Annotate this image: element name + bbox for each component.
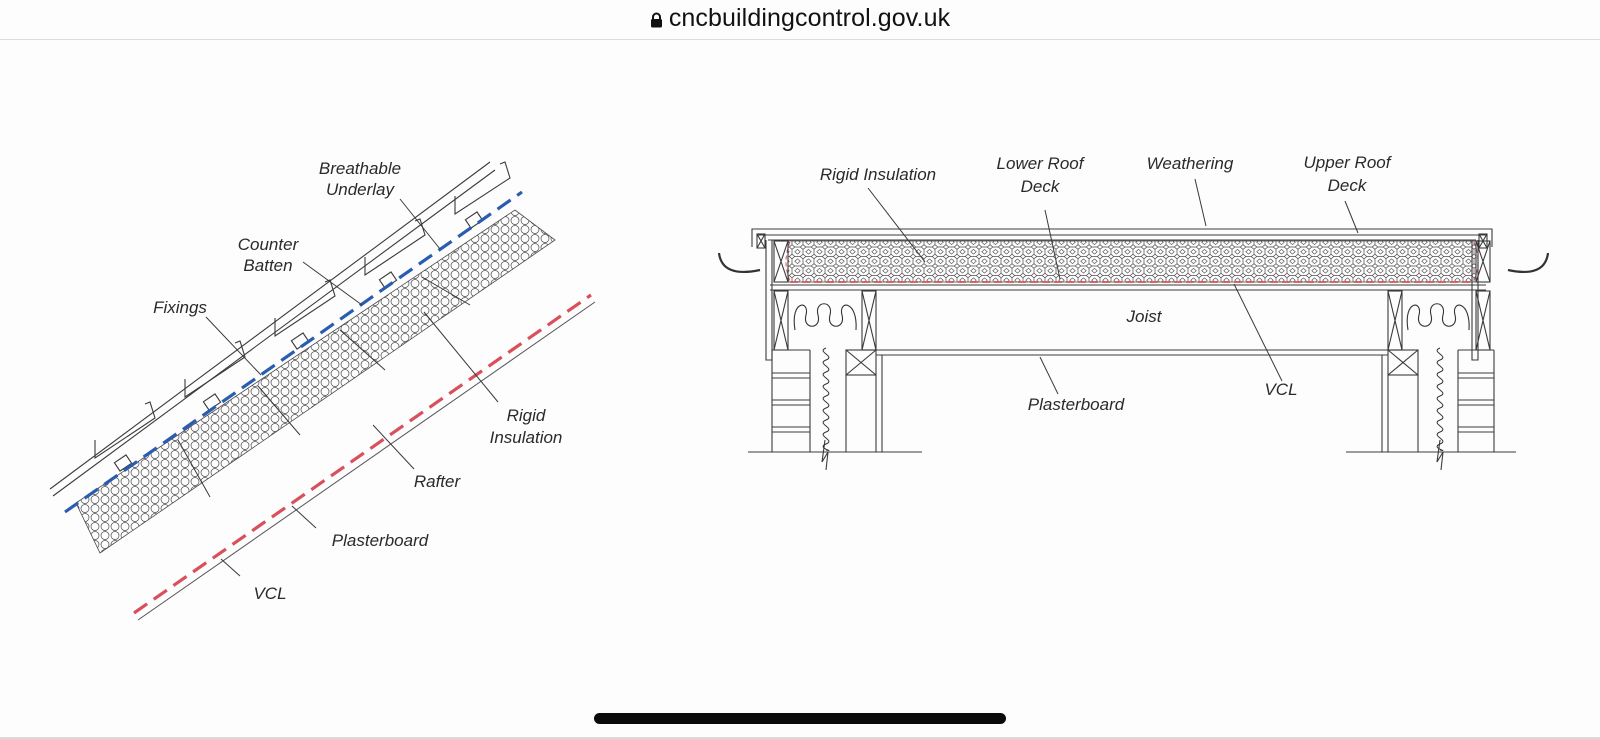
- label-flat-rigid-insulation: Rigid Insulation: [820, 165, 936, 184]
- label-plasterboard: Plasterboard: [332, 531, 429, 550]
- browser-url-bar[interactable]: cncbuildingcontrol.gov.uk: [0, 0, 1600, 40]
- roof-diagrams: Breathable Underlay Counter Batten Fixin…: [49, 153, 1550, 621]
- label-fixings: Fixings: [153, 298, 207, 317]
- pitched-leaders: [205, 198, 499, 577]
- flat-right-cavity-insulation: [1436, 347, 1444, 451]
- label-flat-plasterboard: Plasterboard: [1028, 395, 1125, 414]
- flat-right-gutter-icon: [1507, 252, 1550, 274]
- label-upper-roof-deck-2: Deck: [1328, 176, 1368, 195]
- label-upper-roof-deck-1: Upper Roof: [1304, 153, 1393, 172]
- label-rigid-insulation-1: Rigid: [507, 406, 546, 425]
- page-content: Breathable Underlay Counter Batten Fixin…: [0, 40, 1600, 735]
- label-breathable-underlay-2: Underlay: [326, 180, 396, 199]
- flat-roof-diagram: Rigid Insulation Lower Roof Deck Weather…: [717, 153, 1550, 471]
- url-display[interactable]: cncbuildingcontrol.gov.uk: [650, 4, 950, 33]
- label-rigid-insulation-2: Insulation: [490, 428, 563, 447]
- label-lower-roof-deck-1: Lower Roof: [997, 154, 1086, 173]
- flat-wall-plates: [773, 240, 1491, 376]
- flat-plasterboard: [876, 349, 1388, 452]
- pitched-counter-battens: [113, 211, 484, 472]
- pitched-breathable-underlay-line: [64, 190, 523, 514]
- label-weathering: Weathering: [1147, 154, 1234, 173]
- flat-left-cavity-insulation: [822, 347, 830, 451]
- flat-quilt-insulation: [793, 303, 1470, 331]
- flat-left-gutter-icon: [717, 252, 761, 274]
- label-flat-vcl: VCL: [1264, 380, 1297, 399]
- pitched-roof-diagram: Breathable Underlay Counter Batten Fixin…: [49, 159, 596, 621]
- label-vcl: VCL: [253, 584, 286, 603]
- bottom-divider: [0, 737, 1600, 739]
- home-indicator-bar[interactable]: [594, 713, 1006, 724]
- label-rafter: Rafter: [414, 472, 462, 491]
- flat-weathering-layer: [751, 228, 1493, 247]
- label-counter-batten-2: Batten: [243, 256, 292, 275]
- label-joist: Joist: [1126, 307, 1163, 326]
- url-text: cncbuildingcontrol.gov.uk: [668, 4, 951, 32]
- pitched-plasterboard-line: [137, 301, 596, 621]
- flat-lower-deck: [770, 284, 1486, 291]
- label-breathable-underlay-1: Breathable: [319, 159, 401, 178]
- lock-icon: [650, 12, 662, 27]
- flat-leaders: [867, 178, 1359, 395]
- flat-rigid-insulation: [787, 240, 1477, 283]
- label-counter-batten-1: Counter: [238, 235, 300, 254]
- flat-right-wall: [1346, 349, 1516, 471]
- pitched-tiles: [49, 161, 511, 497]
- pitched-rigid-insulation: [75, 209, 556, 554]
- pitched-vcl-line: [133, 293, 592, 615]
- label-lower-roof-deck-2: Deck: [1021, 177, 1061, 196]
- pitched-rafter-lines: [177, 276, 471, 498]
- flat-fascia: [756, 233, 1488, 361]
- flat-left-wall: [748, 349, 922, 471]
